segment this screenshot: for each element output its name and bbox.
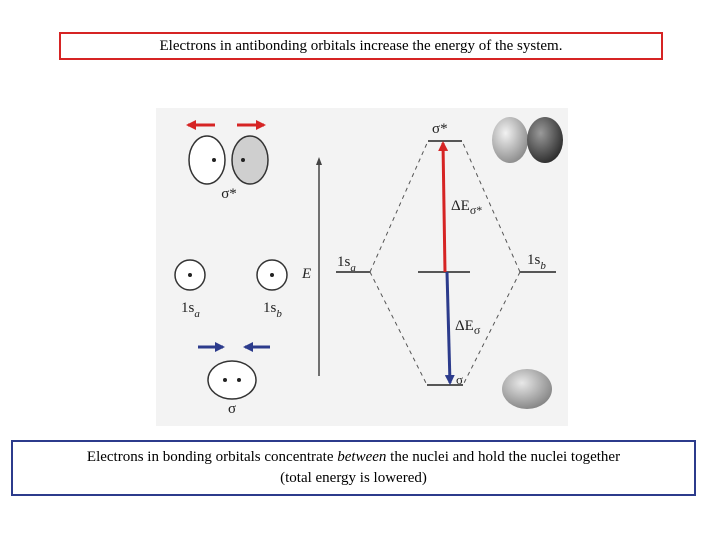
energy-axis-label: E bbox=[301, 266, 311, 282]
sigma-star-sketch-label: σ* bbox=[221, 186, 237, 202]
sigma-orbital-sketch bbox=[207, 360, 257, 400]
antibonding-energy-arrow bbox=[438, 141, 449, 273]
delta-e-sigma-star-label: ΔEσ* bbox=[451, 198, 482, 217]
bonding-caption-line-1: Electrons in bonding orbitals concentrat… bbox=[86, 449, 621, 465]
delta-e-sigma-label: ΔEσ bbox=[455, 318, 481, 337]
atomic-orbital-b-sketch bbox=[256, 259, 288, 291]
sigma-level-label: σ bbox=[456, 372, 463, 387]
bonding-caption: Electrons in bonding orbitals concentrat… bbox=[11, 440, 696, 496]
sigma-star-orbital-sketch bbox=[188, 135, 269, 185]
antibonding-caption-text: Electrons in antibonding orbitals increa… bbox=[159, 37, 563, 54]
atomic-orbital-b-label: 1sb bbox=[263, 300, 282, 320]
atomic-orbital-a-label: 1sa bbox=[181, 300, 200, 320]
atomic-orbital-a-sketch bbox=[174, 259, 206, 291]
antibonding-orbital-render bbox=[492, 117, 563, 163]
bonding-caption-line-2: (total energy is lowered) bbox=[280, 470, 427, 486]
antibonding-caption: Electrons in antibonding orbitals increa… bbox=[59, 32, 663, 60]
sigma-star-level-label: σ* bbox=[432, 121, 448, 137]
atomic-level-b-label: 1sb bbox=[527, 252, 546, 272]
bonding-energy-arrow bbox=[444, 271, 455, 385]
bonding-orbital-render bbox=[502, 369, 552, 409]
sigma-sketch-label: σ bbox=[228, 401, 236, 417]
atomic-level-a-label: 1sa bbox=[337, 254, 356, 274]
correlation-lines bbox=[369, 140, 521, 386]
